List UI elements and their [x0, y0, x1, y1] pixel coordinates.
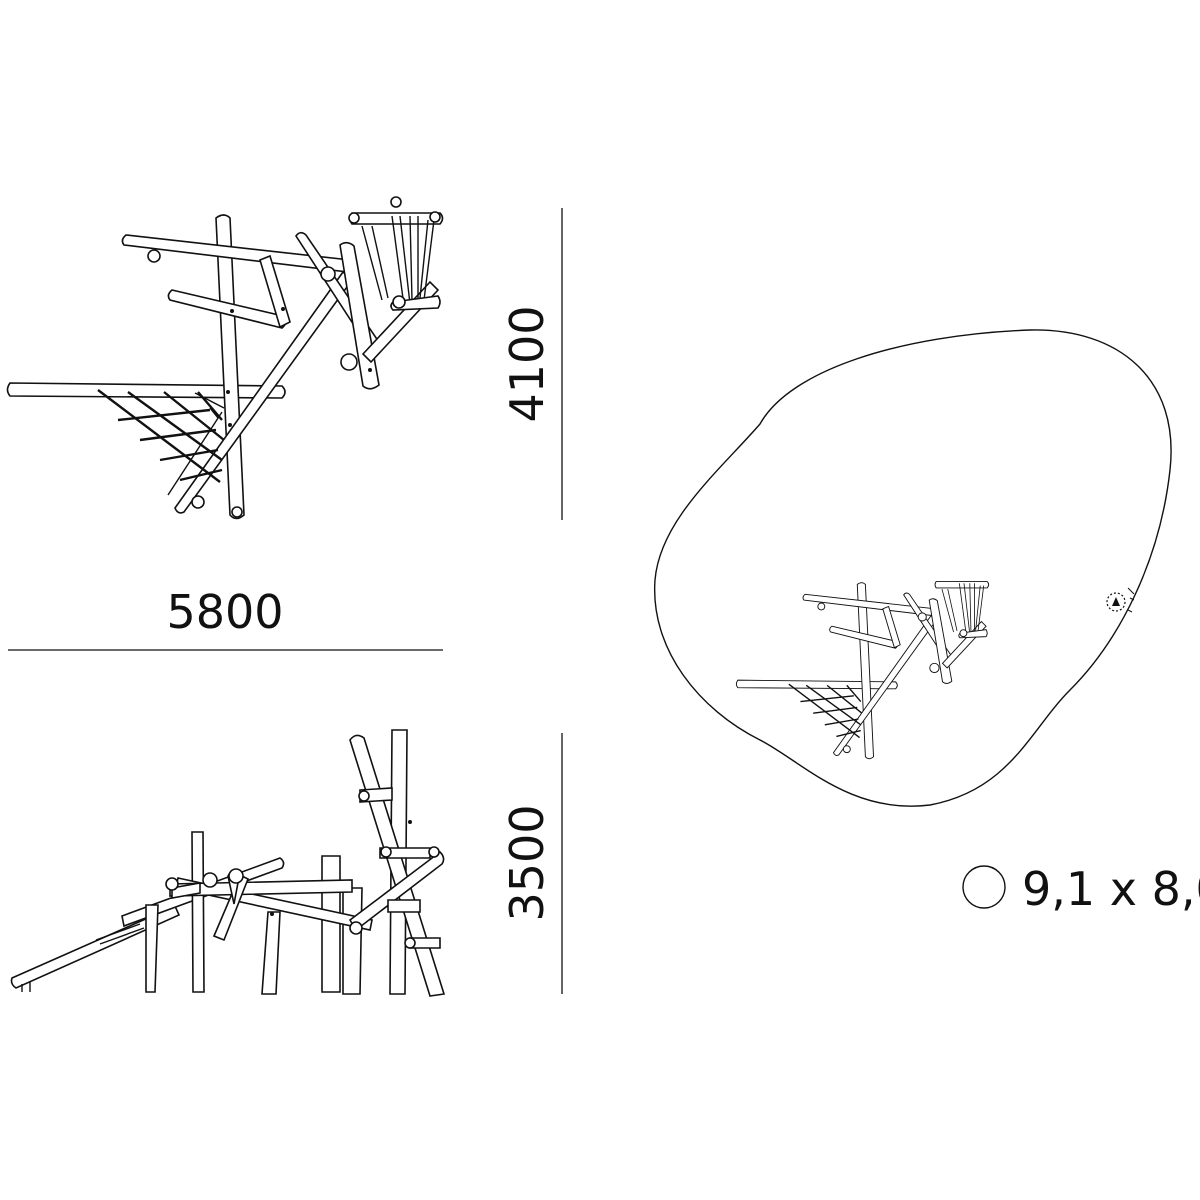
- depth-dimension-label: 4100: [500, 305, 554, 422]
- height-dimension-label: 3500: [500, 804, 554, 921]
- top-view: [6, 196, 444, 520]
- safety-area-plan: [654, 329, 1172, 807]
- north-arrow-icon: [1106, 587, 1135, 613]
- width-dimension-label: 5800: [166, 585, 283, 639]
- safety-area-label: 9,1 x 8,0: [1022, 862, 1200, 916]
- side-view: [10, 729, 446, 997]
- circle-outline-icon: [962, 865, 1006, 909]
- safety-zone-outline: [654, 329, 1172, 807]
